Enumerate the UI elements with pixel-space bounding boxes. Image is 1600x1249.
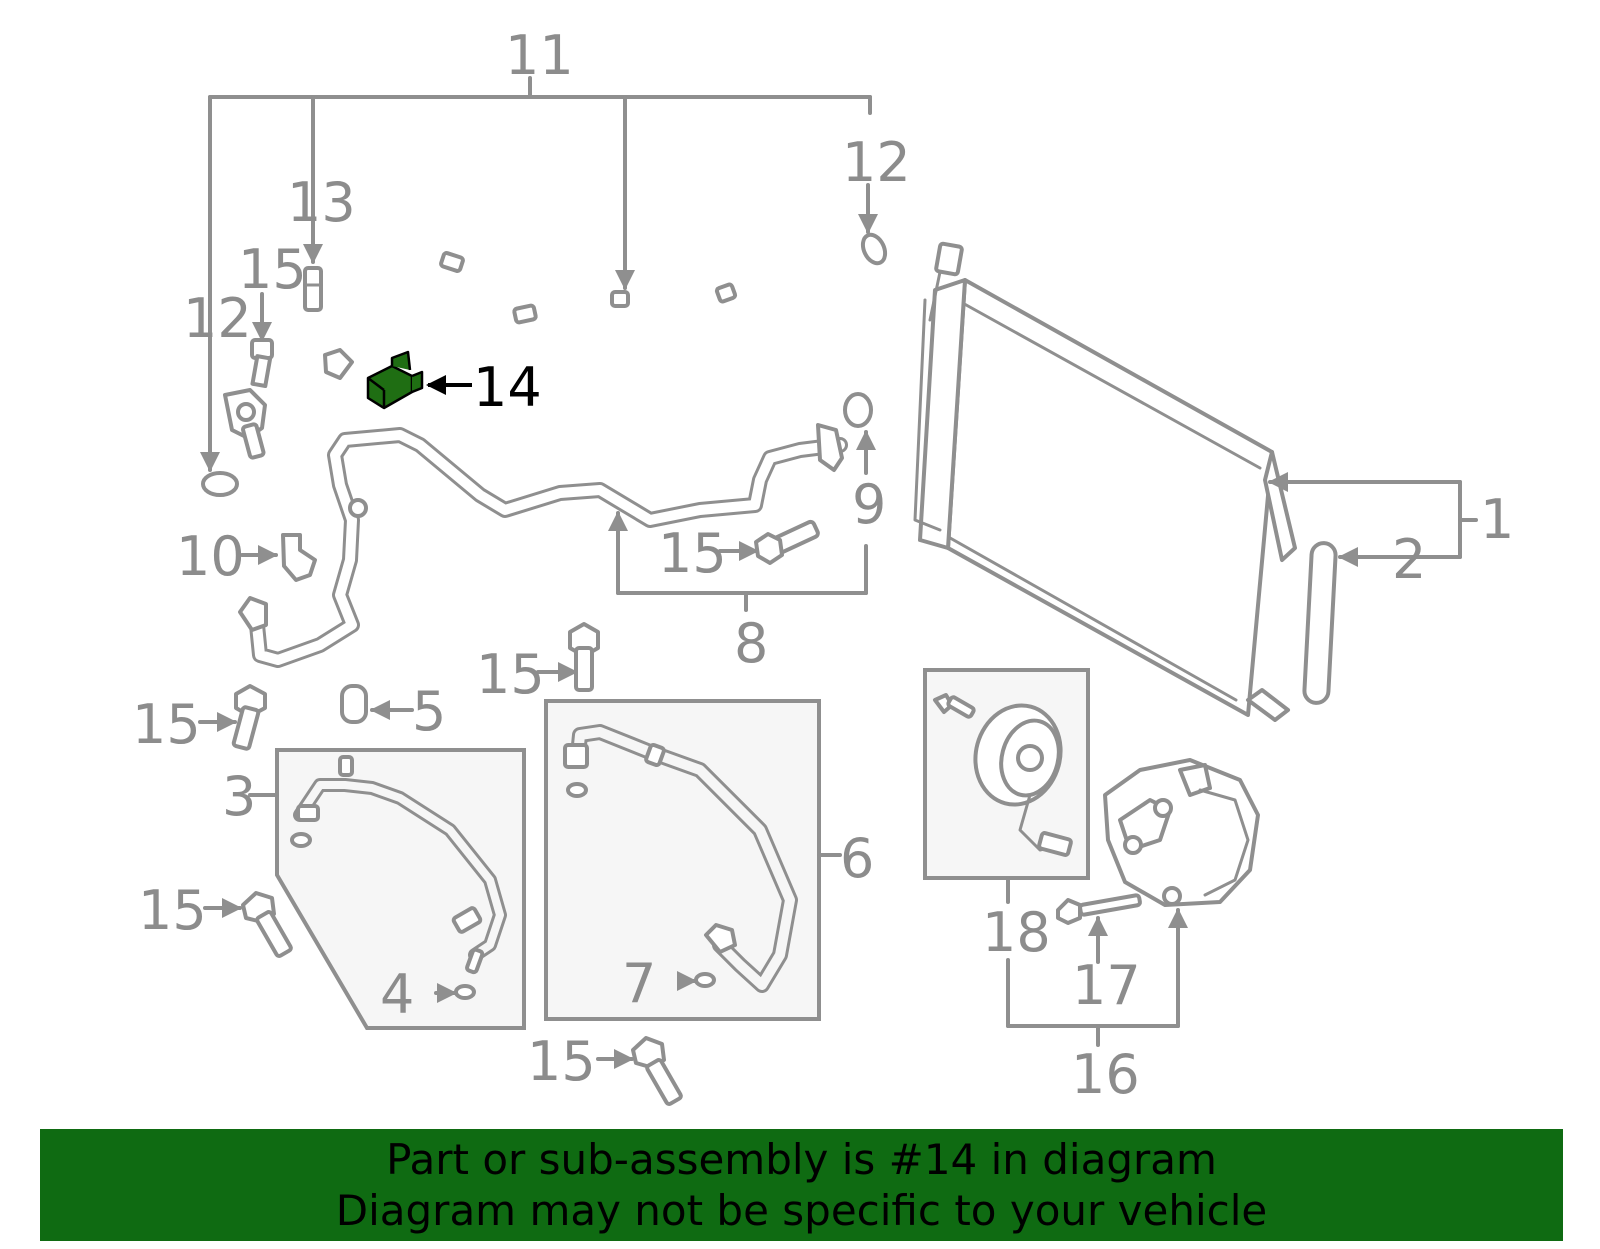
o-ring-12-right: [860, 232, 888, 266]
bolt-17: [1056, 893, 1142, 925]
callout-16: 16: [1071, 1043, 1140, 1106]
callout-3: 3: [222, 765, 256, 828]
box-18: [923, 668, 1090, 880]
callout-11: 11: [505, 24, 574, 87]
callout-15-bottom: 15: [527, 1030, 596, 1093]
ac-line-8: [238, 423, 848, 668]
o-ring-12-left: [201, 471, 239, 497]
banner-line-1: Part or sub-assembly is #14 in diagram: [386, 1135, 1217, 1184]
callout-18: 18: [982, 901, 1051, 964]
bolt-15-mid: [754, 519, 820, 565]
o-ring-9: [843, 392, 873, 428]
drier-2: [1302, 541, 1338, 705]
bolt-15-left: [231, 684, 267, 751]
callout-15-lower-left: 15: [138, 879, 207, 942]
ac-line-11: [223, 236, 856, 460]
callout-12-right: 12: [842, 131, 911, 194]
box-3: [248, 748, 526, 1030]
callout-5: 5: [412, 680, 446, 743]
sensor-13: [303, 266, 323, 312]
callout-10: 10: [176, 525, 245, 588]
clip-10: [281, 533, 317, 582]
callout-2: 2: [1392, 528, 1426, 591]
callout-9: 9: [852, 473, 886, 536]
callout-17: 17: [1072, 954, 1141, 1017]
bracket-14-highlighted: [366, 350, 424, 410]
callout-14: 14: [473, 356, 542, 419]
callout-1: 1: [1480, 488, 1514, 551]
condenser-1: [913, 241, 1297, 722]
banner-line-2: Diagram may not be specific to your vehi…: [335, 1186, 1268, 1235]
bolt-15-top: [250, 338, 274, 388]
callout-8: 8: [734, 612, 768, 675]
bolt-15-upper-mid: [568, 622, 600, 692]
callout-15-upper-mid: 15: [476, 643, 545, 706]
callout-13: 13: [287, 171, 356, 234]
bracket-11: [200, 76, 872, 472]
bolt-15-bottom: [631, 1036, 683, 1106]
bracket-8: [608, 430, 876, 612]
compressor-16: [1103, 758, 1260, 907]
box-6: [544, 699, 842, 1021]
callout-7: 7: [622, 952, 656, 1015]
callout-15-top: 15: [238, 238, 307, 301]
callout-15-mid: 15: [658, 522, 727, 585]
callout-12-left: 12: [183, 287, 252, 350]
bolt-15-lower-left: [241, 891, 293, 958]
cap-5: [340, 684, 368, 724]
bracket-1: [1268, 472, 1478, 567]
callout-15-left: 15: [132, 693, 201, 756]
bracket-16: [1006, 876, 1188, 1047]
callout-4: 4: [380, 963, 414, 1026]
callout-6: 6: [840, 827, 874, 890]
info-banner: Part or sub-assembly is #14 in diagram D…: [40, 1129, 1563, 1241]
parts-diagram: 11 12 13 15 12 14 10 15 9 8 1 2 15 5 15 …: [132, 24, 1514, 1106]
